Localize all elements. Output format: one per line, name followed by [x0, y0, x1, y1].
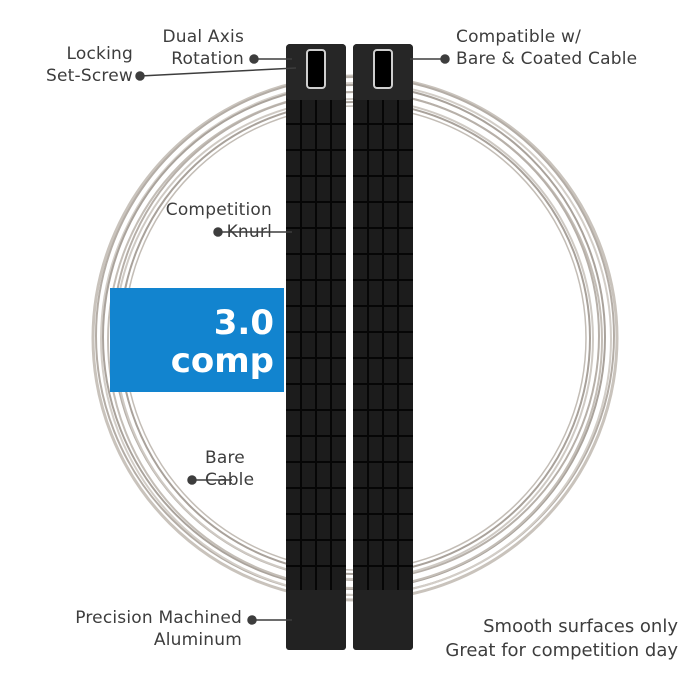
compatible-callout: Compatible w/ Bare & Coated Cable	[456, 26, 686, 70]
note-line-1: Smooth surfaces only	[483, 616, 678, 637]
badge-line-1: 3.0	[213, 303, 274, 343]
precision-callout: Precision Machined Aluminum	[40, 607, 242, 651]
compatible-line-2: Bare & Coated Cable	[456, 49, 638, 69]
compatible-line-1: Compatible w/	[456, 27, 582, 47]
badge-text: 3.0 comp	[94, 304, 274, 380]
competition-line-2: Knurl	[226, 222, 272, 242]
bare-callout: Bare Cable	[205, 447, 285, 491]
precision-line-2: Aluminum	[153, 630, 242, 650]
competition-line-1: Competition	[165, 200, 272, 220]
locking-callout: Locking Set-Screw	[20, 43, 133, 87]
precision-line-1: Precision Machined	[75, 608, 242, 628]
note-line-2: Great for competition day	[445, 640, 678, 661]
callout-leaders	[135, 54, 450, 625]
bare-line-2: Cable	[205, 470, 255, 490]
surface-note: Smooth surfaces only Great for competiti…	[418, 615, 678, 663]
bare-line-1: Bare	[205, 448, 245, 468]
product-badge	[110, 288, 284, 392]
dual-axis-line-2: Rotation	[171, 49, 244, 69]
dual-axis-line-1: Dual Axis	[162, 27, 244, 47]
locking-line-2: Set-Screw	[46, 66, 133, 86]
competition-callout: Competition Knurl	[140, 199, 272, 243]
left-handle	[286, 44, 346, 650]
locking-line-1: Locking	[66, 44, 133, 64]
dual-axis-callout: Dual Axis Rotation	[140, 26, 244, 70]
right-handle	[353, 44, 413, 650]
badge-line-2: comp	[170, 341, 274, 381]
